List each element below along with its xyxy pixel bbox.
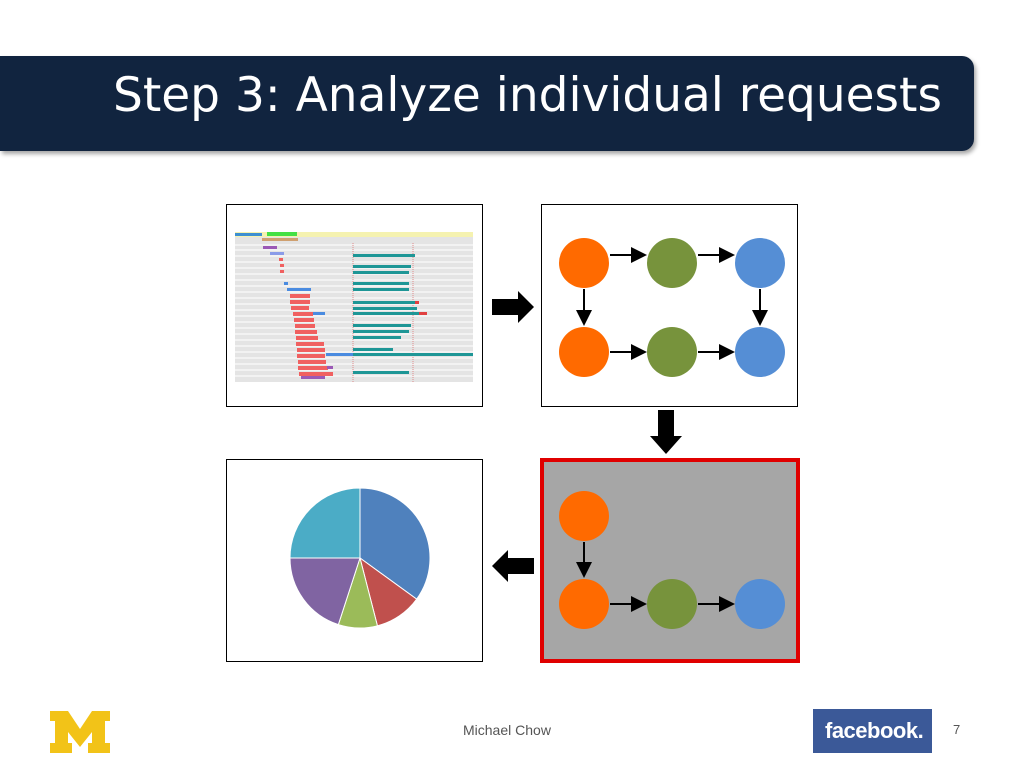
- node-orange-bottom: [559, 327, 609, 377]
- node-blue-top: [735, 238, 785, 288]
- pie-slice-5: [289, 487, 361, 559]
- pie-slice-1: [359, 487, 431, 600]
- pie-chart: [289, 487, 431, 629]
- block-m-logo: [50, 711, 110, 753]
- page-number: 7: [953, 722, 961, 737]
- node-green-top: [647, 238, 697, 288]
- node-orange-top: [559, 491, 609, 541]
- node-orange-top: [559, 238, 609, 288]
- dependency-graph-diagram: [559, 238, 785, 377]
- node-orange-bottom: [559, 579, 609, 629]
- node-green-bottom: [647, 579, 697, 629]
- waterfall-panel: [226, 204, 483, 407]
- footer-author: Michael Chow: [463, 722, 551, 738]
- pie-slice-4: [289, 557, 361, 626]
- title-bar: [0, 56, 974, 151]
- dependency-graph-panel: [541, 204, 798, 407]
- right-arrow-icon: [492, 291, 534, 323]
- facebook-logo: facebook.: [813, 709, 932, 753]
- waterfall-timeline-image: [235, 232, 473, 382]
- pie-chart-panel: [226, 459, 483, 662]
- slide-title: Step 3: Analyze individual requests: [113, 68, 942, 123]
- critical-path-diagram: [559, 491, 785, 629]
- node-green-bottom: [647, 327, 697, 377]
- critical-path-panel: [540, 458, 800, 663]
- facebook-logo-text: facebook.: [825, 718, 924, 743]
- node-blue-bottom: [735, 579, 785, 629]
- node-blue-bottom: [735, 327, 785, 377]
- left-arrow-icon: [492, 550, 534, 582]
- down-arrow-icon: [650, 410, 682, 454]
